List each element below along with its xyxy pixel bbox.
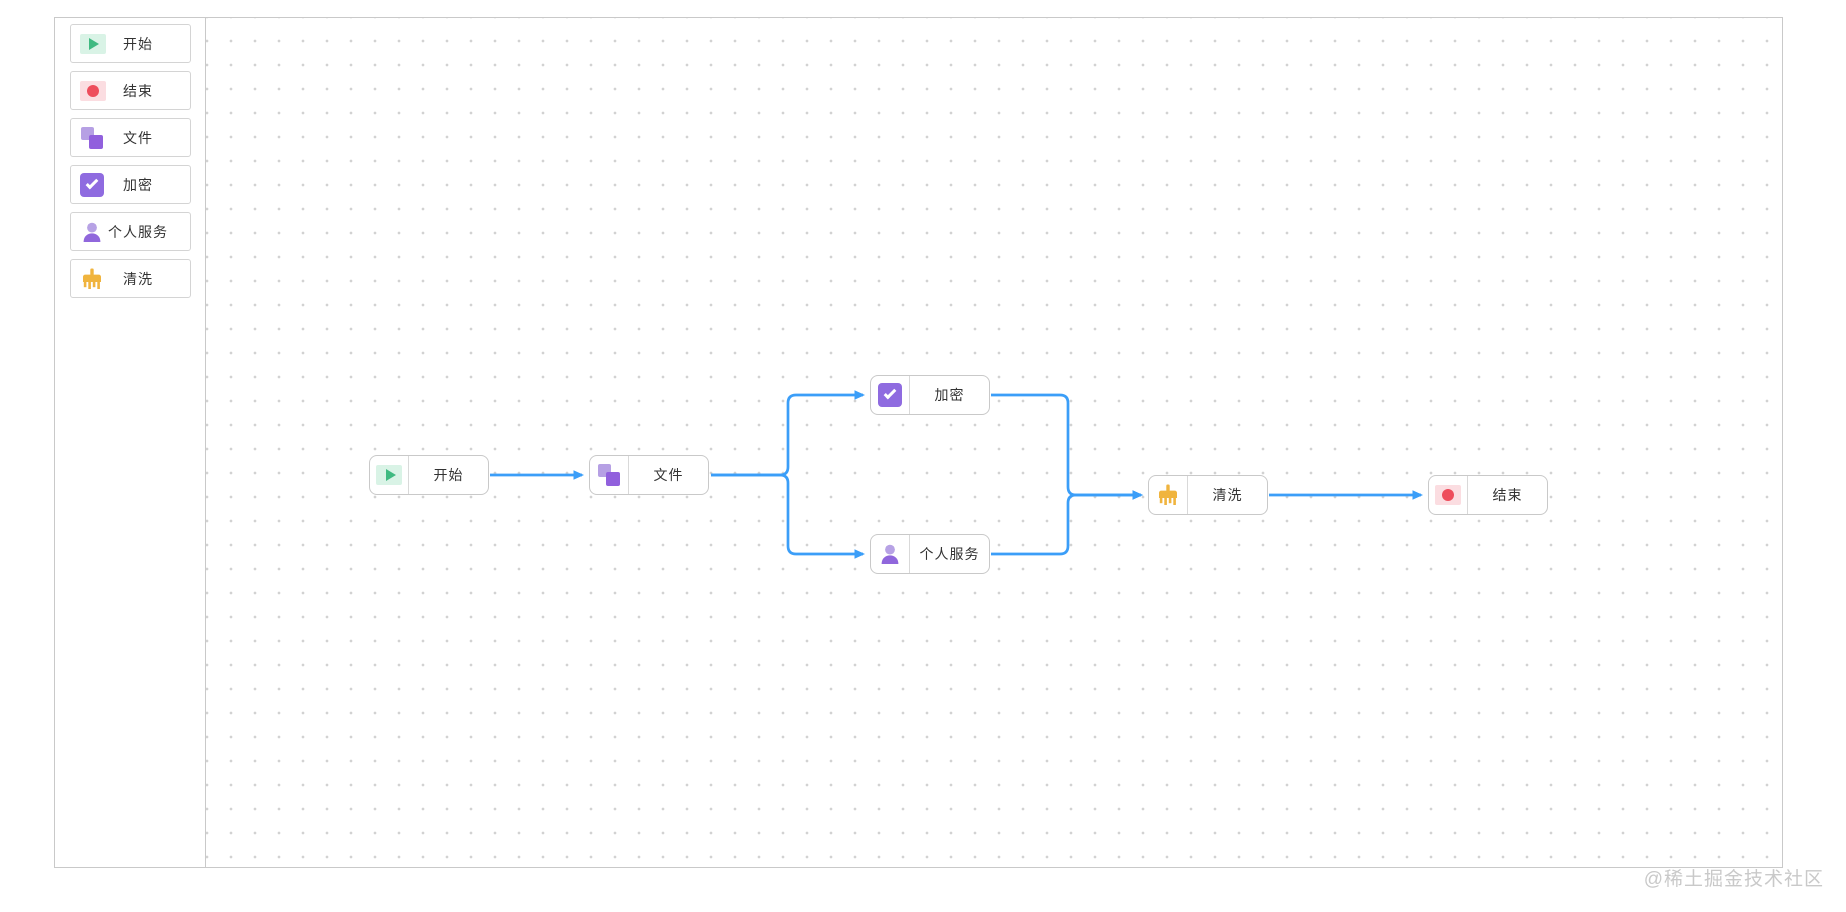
node-label: 清洗 xyxy=(1212,487,1243,503)
palette-item-end[interactable]: 结束 xyxy=(69,71,191,110)
clean-icon xyxy=(1156,483,1180,507)
person-icon xyxy=(80,220,104,244)
flow-editor: 开始 结束 文件 加密 个人服务 清洗 开始 文件 加密 个人服务 清洗 xyxy=(54,17,1783,868)
file-icon xyxy=(597,463,621,487)
palette-item-label: 清洗 xyxy=(123,270,153,287)
node-icon-box xyxy=(1149,476,1188,514)
end-icon xyxy=(79,80,106,101)
edge-file-encrypt[interactable] xyxy=(711,390,865,477)
node-icon-box xyxy=(871,535,910,573)
node-icon-box xyxy=(871,376,910,414)
palette-item-person[interactable]: 个人服务 xyxy=(69,212,191,251)
palette-item-label: 加密 xyxy=(123,176,153,193)
watermark: @稀土掘金技术社区 xyxy=(1643,869,1824,890)
node-label: 个人服务 xyxy=(919,546,980,562)
palette-item-encrypt[interactable]: 加密 xyxy=(69,165,191,204)
node-palette: 开始 结束 文件 加密 个人服务 清洗 xyxy=(55,18,206,867)
palette-item-file[interactable]: 文件 xyxy=(69,118,191,157)
node-icon-box xyxy=(370,456,409,494)
encrypt-icon xyxy=(79,172,104,197)
node-start[interactable]: 开始 xyxy=(369,455,489,495)
node-person[interactable]: 个人服务 xyxy=(870,534,990,574)
edge-encrypt-clean[interactable] xyxy=(991,393,1143,500)
node-label: 开始 xyxy=(433,467,464,483)
node-label: 结束 xyxy=(1492,487,1523,503)
palette-item-label: 开始 xyxy=(123,35,153,52)
edge-person-clean[interactable] xyxy=(991,490,1143,556)
flow-canvas[interactable]: 开始 文件 加密 个人服务 清洗 结束 xyxy=(206,18,1782,867)
encrypt-icon xyxy=(878,383,902,407)
palette-item-label: 结束 xyxy=(123,82,153,99)
node-encrypt[interactable]: 加密 xyxy=(870,375,990,415)
node-label: 文件 xyxy=(653,467,684,483)
end-icon xyxy=(1435,485,1461,505)
palette-item-start[interactable]: 开始 xyxy=(69,24,191,63)
edge-file-person[interactable] xyxy=(711,473,865,559)
file-icon xyxy=(80,126,104,150)
node-end[interactable]: 结束 xyxy=(1428,475,1548,515)
start-icon xyxy=(79,33,106,54)
node-icon-box xyxy=(1429,476,1468,514)
edges-layer xyxy=(490,390,1423,559)
node-icon-box xyxy=(590,456,629,494)
person-icon xyxy=(878,542,902,566)
clean-icon xyxy=(80,267,104,291)
node-file[interactable]: 文件 xyxy=(589,455,709,495)
node-label: 加密 xyxy=(934,387,965,403)
palette-item-label: 个人服务 xyxy=(108,223,168,240)
palette-item-clean[interactable]: 清洗 xyxy=(69,259,191,298)
palette-item-label: 文件 xyxy=(123,129,153,146)
node-clean[interactable]: 清洗 xyxy=(1148,475,1268,515)
start-icon xyxy=(376,465,402,485)
